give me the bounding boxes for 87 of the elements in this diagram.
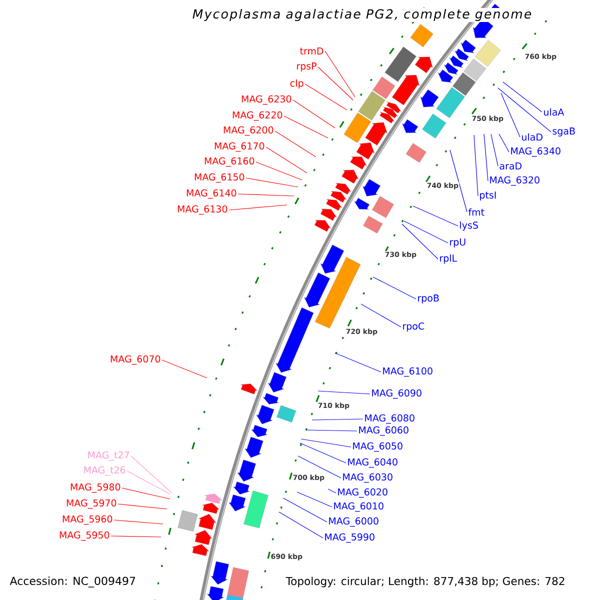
leader-line	[360, 304, 402, 328]
leader-line	[238, 194, 294, 196]
leader-line	[284, 116, 328, 138]
accession-text: Accession: NC_009497	[10, 576, 136, 588]
summary-text: Topology: circular; Length: 877,438 bp; Genes: 782	[286, 576, 564, 588]
gene-label: rpsP	[297, 62, 316, 72]
gene-label: MAG_6320	[490, 176, 540, 186]
gene-label: MAG_5950	[60, 531, 110, 541]
gene-label: MAG_6170	[214, 142, 264, 152]
gene-label: MAG_6220	[232, 111, 282, 121]
gene-label: sgaB	[552, 128, 575, 136]
leader-line	[110, 536, 162, 538]
gene-label: MAG_6040	[348, 458, 398, 468]
gene-label: MAG_6140	[186, 189, 236, 199]
gene-label: rpU	[450, 238, 466, 248]
leader-line	[402, 224, 438, 260]
leader-line	[498, 88, 552, 132]
gene-label: clp	[290, 79, 304, 89]
leader-line	[300, 438, 352, 448]
gene-label: MAG_6070	[110, 355, 160, 365]
gene-label: MAG_6100	[383, 367, 432, 377]
gene-label: MAG_5990	[325, 533, 374, 543]
gene-label: araD	[500, 162, 522, 170]
gene-label: MAG_6160	[204, 157, 254, 167]
leader-line	[246, 178, 298, 188]
leader-line	[500, 92, 520, 138]
leader-line	[130, 456, 172, 494]
gene-label: rpoC	[403, 322, 424, 332]
leader-line	[318, 66, 354, 100]
gene-label: rplL	[440, 254, 458, 264]
leader-line	[484, 134, 488, 182]
gene-label: MAG_6090	[372, 389, 422, 399]
gene-label: MAG_6030	[343, 473, 392, 483]
leader-line	[122, 488, 170, 500]
gene-label: MAG_5970	[66, 499, 116, 509]
leader-line	[256, 162, 302, 180]
gene-label: MAG_6200	[224, 126, 274, 136]
leader-line	[266, 146, 308, 174]
leader-line	[292, 100, 336, 128]
leader-line	[312, 418, 364, 420]
gene-label: MAG_6340	[511, 147, 560, 157]
gene-label: ptsI	[480, 192, 496, 200]
leader-line	[404, 220, 448, 244]
leader-line	[228, 204, 288, 210]
leader-line	[474, 134, 478, 196]
leader-line	[282, 498, 328, 522]
gene-label: MAG_6060	[359, 426, 408, 436]
gene-label: MAG_5960	[62, 515, 112, 525]
leader-line	[334, 352, 382, 372]
leader-line	[298, 456, 342, 478]
leader-line	[114, 520, 164, 524]
leader-line	[278, 512, 324, 538]
gene-label: MAG_6000	[329, 517, 378, 527]
gene-label: MAG_6010	[334, 502, 384, 512]
gene-label: MAG_6230	[242, 95, 292, 105]
leader-line	[450, 150, 468, 212]
gene-label: MAG_6020	[338, 488, 388, 498]
gene-label: trmD	[300, 48, 324, 54]
leader-line	[502, 82, 542, 112]
gene-label: rpoB	[418, 294, 439, 304]
gene-label: MAG_6130	[178, 205, 228, 215]
leader-line	[498, 134, 510, 152]
leader-line	[328, 488, 336, 494]
map-title: Mycoplasma agalactiae PG2, complete genome	[191, 8, 533, 22]
leader-line	[490, 134, 498, 166]
leader-line	[162, 360, 208, 378]
gene-label: ulaD	[522, 133, 542, 141]
leader-line	[300, 442, 346, 464]
gene-label: fmt	[468, 208, 484, 216]
leader-line	[118, 504, 168, 510]
gene-label: MAG_t26	[84, 466, 126, 476]
gene-label: ulaA	[544, 108, 564, 116]
gene-label: lysS	[460, 221, 478, 231]
gene-label: MAG_6050	[353, 442, 402, 452]
leader-line	[306, 430, 358, 432]
gene-label: MAG_5980	[70, 483, 120, 493]
leader-line	[412, 206, 458, 226]
leader-line	[318, 390, 370, 394]
leader-line	[304, 84, 348, 110]
leader-line	[126, 470, 170, 494]
gene-label: MAG_6150	[194, 173, 244, 183]
leader-line	[296, 492, 332, 508]
leader-line	[372, 276, 416, 300]
leader-line	[274, 130, 316, 158]
gene-label: MAG_t27	[88, 451, 129, 461]
gene-label: MAG_6080	[365, 414, 414, 424]
leader-line	[324, 50, 356, 98]
